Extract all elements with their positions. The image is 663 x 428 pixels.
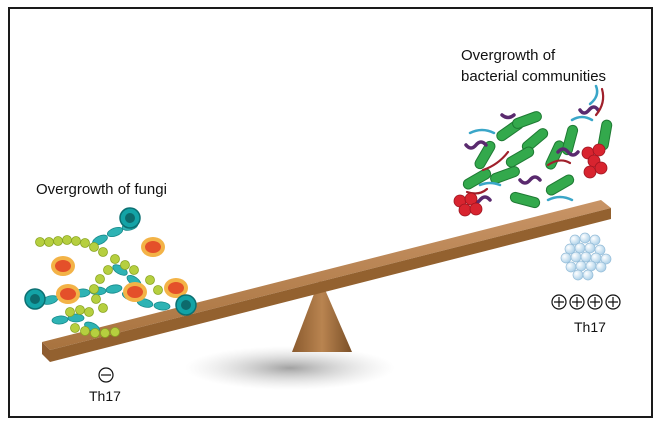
th17-right-label: Th17	[574, 319, 606, 335]
plus-sign-3	[587, 294, 603, 310]
fungi-cluster	[24, 207, 197, 338]
bacteria-overgrowth-label-line2: bacterial communities	[461, 68, 607, 85]
plus-sign-1	[551, 294, 567, 310]
plus-sign-4	[605, 294, 621, 310]
fungal-spore-group	[51, 237, 188, 304]
ground-shadow	[185, 346, 395, 390]
th17-cell-cluster	[560, 232, 612, 281]
minus-sign	[98, 367, 114, 383]
bacteria-overgrowth-label-line1: Overgrowth of	[461, 47, 556, 64]
plus-sign-2	[569, 294, 585, 310]
fulcrum	[292, 278, 352, 352]
fungi-overgrowth-label: Overgrowth of fungi	[36, 181, 167, 198]
bacteria-cluster	[453, 84, 613, 217]
plus-signs-group	[551, 294, 621, 310]
fungal-round-cells	[24, 207, 197, 316]
th17-left-label: Th17	[89, 388, 121, 404]
